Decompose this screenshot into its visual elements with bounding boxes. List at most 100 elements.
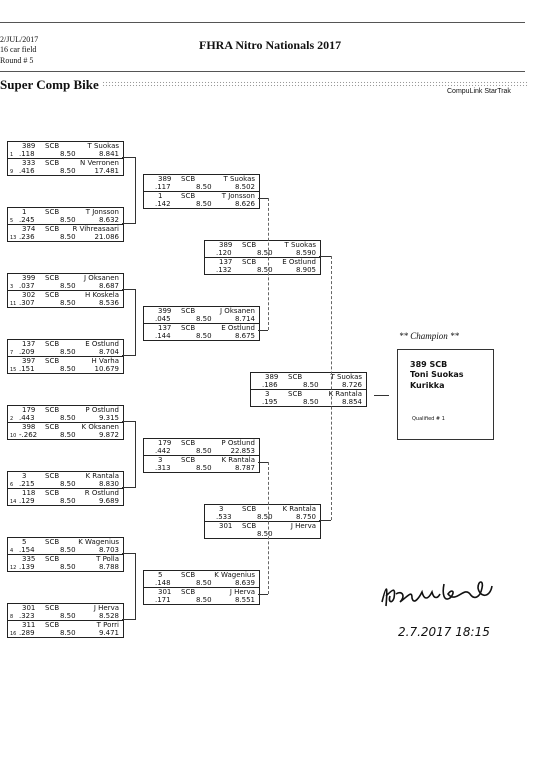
bracket-line: [135, 289, 136, 356]
racer-name: K Wagenius: [78, 538, 119, 546]
class-title: Super Comp Bike: [0, 77, 99, 92]
header-rule-2: [0, 71, 525, 72]
bracket-line: [122, 421, 135, 422]
seed-number: 5: [10, 218, 14, 224]
seed-number: 13: [10, 235, 17, 241]
reaction-time: .171: [155, 596, 171, 604]
racer-name: R Ostlund: [84, 489, 119, 497]
class-code: SCB: [181, 588, 196, 596]
elapsed-time: 22.853: [230, 447, 256, 455]
elapsed-time: 8.841: [98, 150, 119, 158]
car-number: 3: [265, 390, 270, 398]
bracket-line: [122, 289, 135, 290]
header-rule: [0, 22, 525, 23]
signature-date-time: 2.7.2017 18:15: [398, 625, 490, 639]
software-brand: CompuLink StarTrak: [447, 88, 511, 95]
elapsed-time: 8.787: [234, 464, 255, 472]
reaction-time: .195: [262, 398, 278, 406]
class-code: SCB: [45, 406, 60, 414]
car-number: 397: [22, 357, 36, 365]
car-number: 118: [22, 489, 36, 497]
bracket-line: [135, 421, 136, 488]
class-code: SCB: [181, 439, 196, 447]
class-code: SCB: [45, 208, 60, 216]
car-number: 3: [219, 505, 224, 513]
racer-name: T Suokas: [87, 142, 119, 150]
car-number: 333: [22, 159, 36, 167]
reaction-time: .442: [155, 447, 171, 455]
class-code: SCB: [45, 142, 60, 150]
dial-in: 8.50: [60, 629, 76, 637]
racer-name: T Suokas: [330, 373, 362, 381]
bracket-line: [122, 355, 135, 356]
car-number: 179: [22, 406, 36, 414]
racer-name: T Jonsson: [221, 192, 255, 200]
racer-name: J Herva: [93, 604, 119, 612]
class-code: SCB: [242, 258, 257, 266]
seed-number: 16: [10, 631, 17, 637]
car-number: 5: [22, 538, 27, 546]
racer-name: J Herva: [229, 588, 255, 596]
seed-number: 4: [10, 548, 14, 554]
dial-in: 8.50: [303, 381, 319, 389]
racer-name: K Rantala: [282, 505, 316, 513]
reaction-time: .323: [19, 612, 35, 620]
elapsed-time: 8.704: [98, 348, 119, 356]
car-number: 399: [158, 307, 172, 315]
elapsed-time: 9.689: [98, 497, 119, 505]
reaction-time: .148: [155, 579, 171, 587]
field-size: 16 car field: [0, 45, 37, 54]
class-code: SCB: [242, 505, 257, 513]
class-code: SCB: [45, 357, 60, 365]
racer-name: K Rantala: [85, 472, 119, 480]
dial-in: 8.50: [196, 315, 212, 323]
dial-in: 8.50: [60, 299, 76, 307]
car-number: 1: [158, 192, 163, 200]
event-title: FHRA Nitro Nationals 2017: [199, 38, 342, 52]
reaction-time: .132: [216, 266, 232, 274]
car-number: 374: [22, 225, 36, 233]
seed-number: 15: [10, 367, 17, 373]
elapsed-time: 8.854: [341, 398, 362, 406]
class-code: SCB: [45, 604, 60, 612]
class-code: SCB: [288, 373, 303, 381]
reaction-time: .117: [155, 183, 171, 191]
reaction-time: .533: [216, 513, 232, 521]
elapsed-time: 9.471: [98, 629, 119, 637]
car-number: 302: [22, 291, 36, 299]
bracket-line: [135, 553, 136, 620]
reaction-time: .045: [155, 315, 171, 323]
champion-town: Kurikka: [410, 381, 445, 390]
class-code: SCB: [181, 175, 196, 183]
car-number: 137: [219, 258, 233, 266]
elapsed-time: 8.536: [98, 299, 119, 307]
class-code: SCB: [45, 159, 60, 167]
dial-in: 8.50: [60, 497, 76, 505]
seed-number: 7: [10, 350, 14, 356]
class-code: SCB: [45, 555, 60, 563]
elapsed-time: 8.788: [98, 563, 119, 571]
elapsed-time: 9.872: [98, 431, 119, 439]
racer-name: T Polla: [96, 555, 119, 563]
dial-in: 8.50: [196, 332, 212, 340]
bracket-line: [122, 619, 135, 620]
bracket-dashed-line: [268, 462, 269, 594]
racer-name: T Suokas: [223, 175, 255, 183]
